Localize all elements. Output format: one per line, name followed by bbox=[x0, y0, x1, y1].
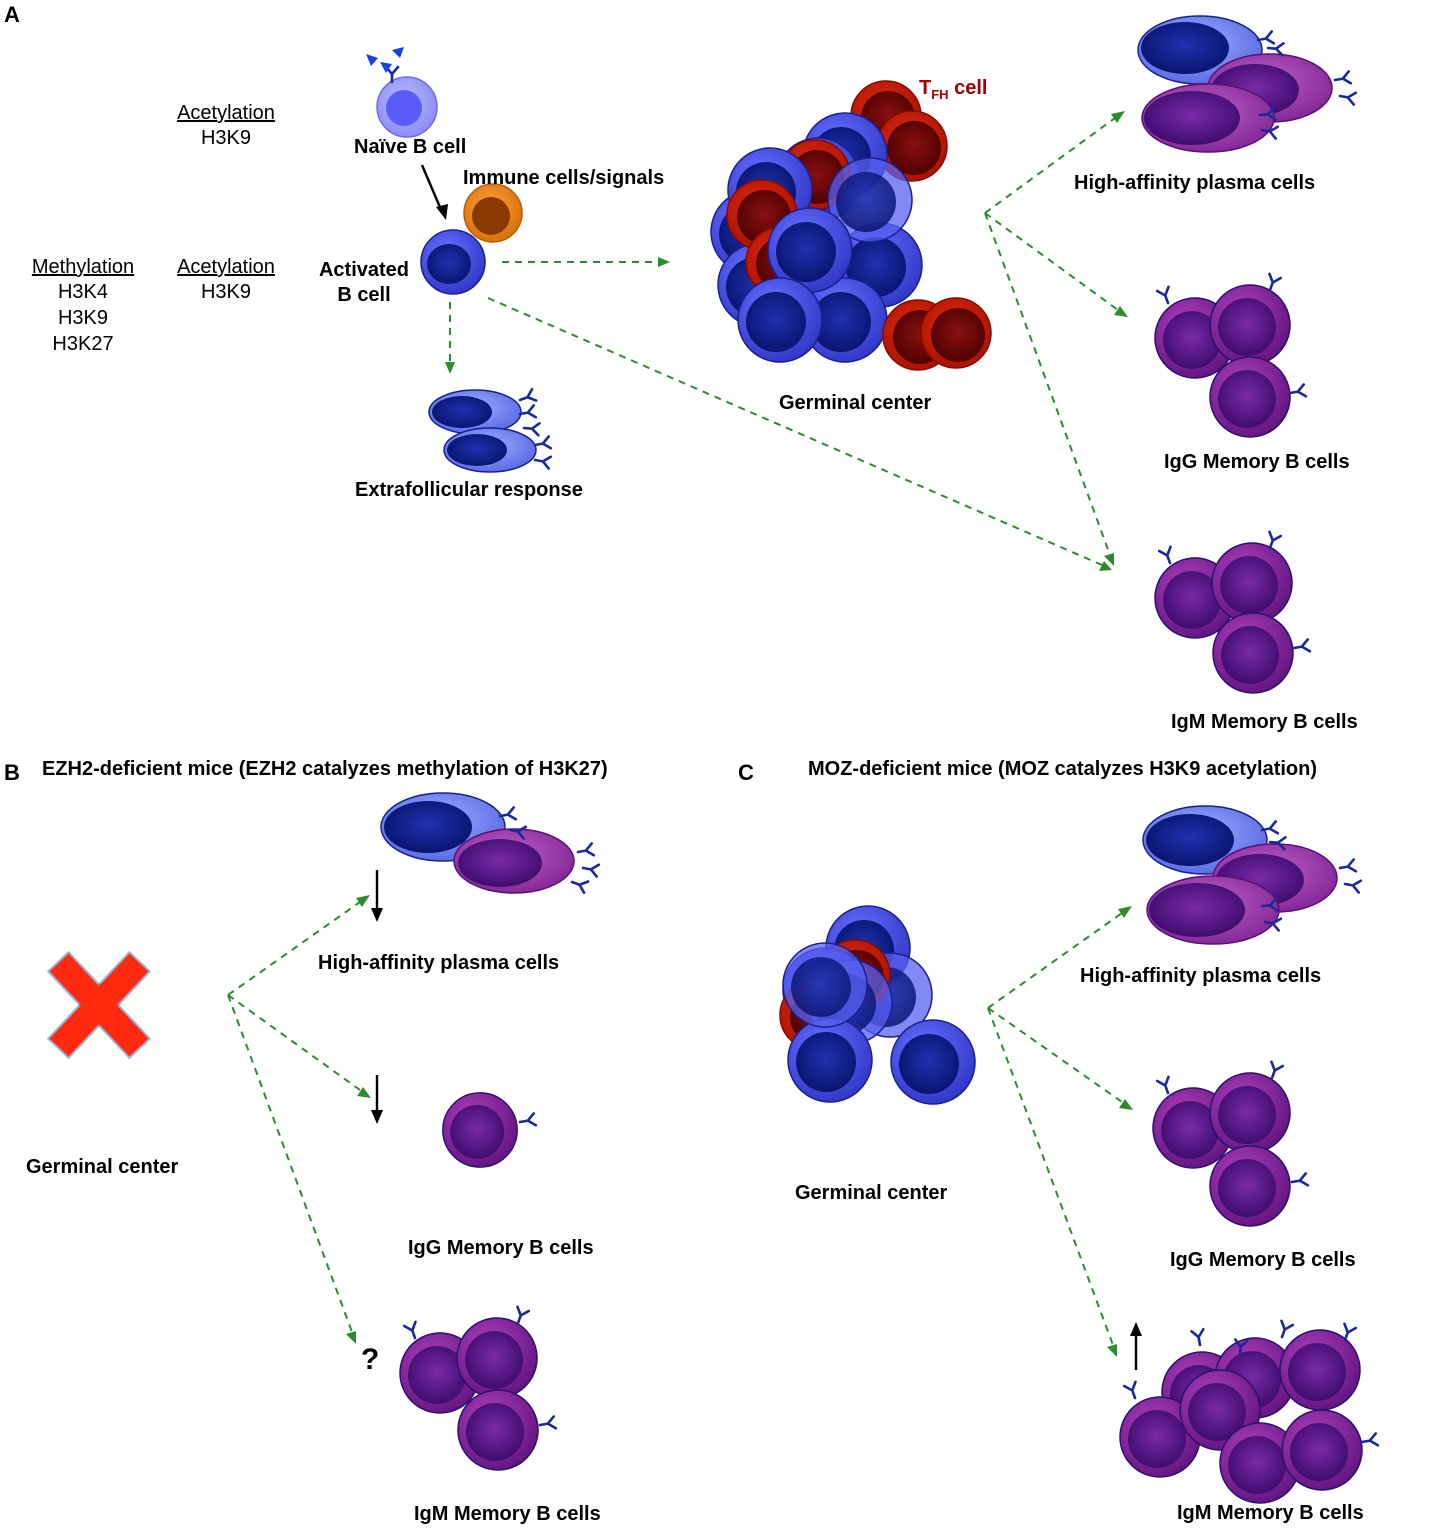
plasma-cells-label-a: High-affinity plasma cells bbox=[1074, 172, 1316, 194]
germinal-center-label-c: Germinal center bbox=[795, 1182, 948, 1204]
differentiation-arrows-c bbox=[987, 912, 1123, 1346]
panel-label-a: A bbox=[4, 2, 20, 27]
plasma-cells-label-b: High-affinity plasma cells bbox=[318, 952, 560, 974]
unknown-effect-mark: ? bbox=[361, 1343, 380, 1376]
activated-acetylation-title: Acetylation bbox=[177, 256, 275, 278]
activated-methylation-item: H3K4 bbox=[57, 281, 109, 303]
activated-b-cell-label-1: Activated bbox=[318, 259, 410, 281]
germinal-center-label-a: Germinal center bbox=[779, 392, 932, 414]
antigen-icon bbox=[366, 54, 378, 66]
activation-arrow bbox=[420, 164, 448, 220]
igm-memory-label-c: IgM Memory B cells bbox=[1177, 1502, 1364, 1524]
panel-b-title: EZH2-deficient mice (EZH2 catalyzes meth… bbox=[42, 758, 608, 780]
plasma-cells-label-c: High-affinity plasma cells bbox=[1080, 965, 1322, 987]
igm-memory-cells-a bbox=[1154, 530, 1312, 694]
igg-memory-cell-b bbox=[442, 1092, 538, 1168]
down-arrow-icon bbox=[371, 1075, 383, 1124]
germinal-center-cluster bbox=[710, 80, 992, 371]
arrowheads-c bbox=[1107, 906, 1133, 1357]
panel-label-c: C bbox=[738, 760, 754, 785]
activated-methylation-item: H3K27 bbox=[52, 333, 114, 355]
activated-methylation-title: Methylation bbox=[31, 256, 135, 278]
arrowheads-a bbox=[445, 111, 1128, 571]
activated-b-cell-label-2: B cell bbox=[337, 284, 391, 306]
antigen-icon bbox=[392, 47, 404, 58]
extrafollicular-cells bbox=[428, 387, 553, 473]
red-x-icon bbox=[46, 950, 152, 1060]
plasma-cells-b bbox=[380, 792, 601, 895]
immune-signals-label: Immune cells/signals bbox=[463, 167, 665, 189]
plasma-cells-c bbox=[1142, 805, 1363, 945]
igg-memory-label-c: IgG Memory B cells bbox=[1170, 1249, 1356, 1271]
igg-memory-cells-a bbox=[1154, 272, 1308, 438]
naive-b-cell-label: Naïve B cell bbox=[354, 136, 467, 158]
antigen-icon bbox=[380, 62, 392, 73]
igm-memory-label-a: IgM Memory B cells bbox=[1171, 711, 1358, 733]
igm-memory-label-b: IgM Memory B cells bbox=[414, 1503, 601, 1525]
igm-memory-cells-c bbox=[1119, 1319, 1380, 1504]
tfh-cell-label: TFH cell bbox=[919, 77, 988, 102]
activated-acetylation-item: H3K9 bbox=[200, 281, 252, 303]
igg-memory-label-b: IgG Memory B cells bbox=[408, 1237, 594, 1259]
igm-memory-cells-b bbox=[399, 1305, 558, 1471]
igg-memory-label-a: IgG Memory B cells bbox=[1164, 451, 1350, 473]
immune-cell bbox=[463, 183, 523, 243]
germinal-center-small bbox=[779, 905, 976, 1105]
igg-memory-cells-c bbox=[1152, 1060, 1310, 1227]
arrowheads-b bbox=[346, 895, 371, 1344]
naive-mark-item: H3K9 bbox=[200, 127, 252, 149]
differentiation-arrows-b bbox=[227, 901, 361, 1333]
activated-b-cell bbox=[420, 229, 486, 295]
plasma-cells-a bbox=[1137, 15, 1358, 153]
differentiation-arrows-a bbox=[449, 117, 1119, 566]
panel-c-title: MOZ-deficient mice (MOZ catalyzes H3K9 a… bbox=[808, 758, 1318, 780]
germinal-center-label-b: Germinal center bbox=[26, 1156, 179, 1178]
activated-methylation-item: H3K9 bbox=[57, 307, 109, 329]
up-arrow-icon bbox=[1130, 1322, 1142, 1370]
naive-b-cell bbox=[366, 47, 438, 138]
panel-label-b: B bbox=[4, 760, 20, 785]
naive-mark-title: Acetylation bbox=[177, 102, 275, 124]
down-arrow-icon bbox=[371, 870, 383, 922]
extrafollicular-label: Extrafollicular response bbox=[355, 479, 583, 501]
